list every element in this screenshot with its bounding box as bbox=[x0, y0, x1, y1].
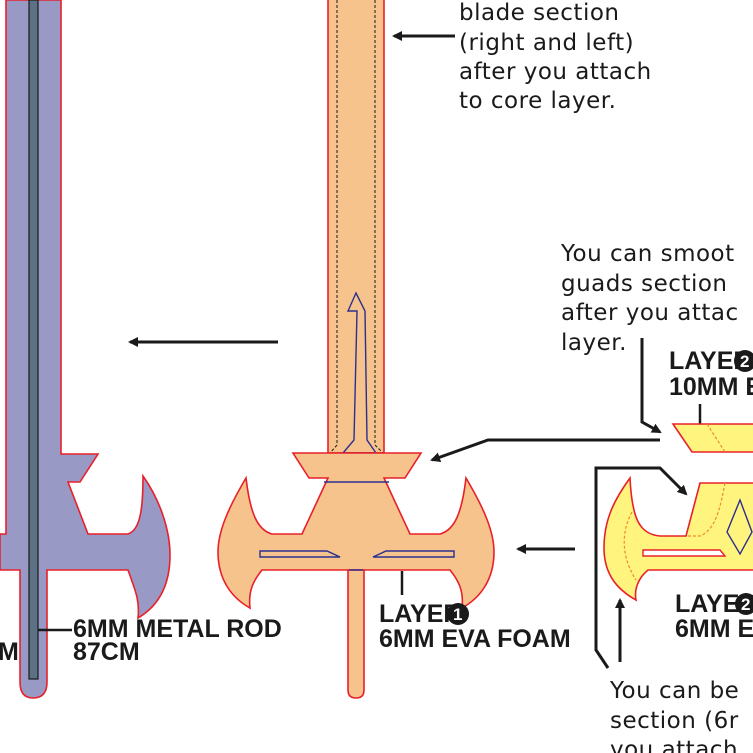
guard-slot-right bbox=[372, 550, 455, 558]
note-line: (right and left) bbox=[459, 30, 634, 56]
layer2-top-number: 2 bbox=[740, 352, 749, 371]
orange-blade bbox=[327, 0, 385, 454]
arrow-top-piece-to-guard bbox=[430, 438, 660, 463]
purple-sword-assembled bbox=[0, 0, 171, 699]
layer1-number: 1 bbox=[453, 605, 462, 624]
note-line: You can be bbox=[609, 678, 739, 704]
arrow-note-to-top-piece bbox=[640, 338, 662, 434]
layer1-label-line2: 6MM EVA FOAM bbox=[379, 625, 571, 653]
note-line: guads section bbox=[561, 271, 728, 297]
orange-handle bbox=[347, 569, 365, 699]
top-piece-dashed bbox=[706, 423, 726, 453]
metal-rod bbox=[28, 0, 39, 680]
note-line: section (6r bbox=[610, 708, 739, 734]
bracket-arrow-to-guard bbox=[594, 466, 688, 669]
layer1-number-badge bbox=[447, 603, 469, 625]
note-line: to core layer. bbox=[459, 88, 616, 114]
note-bevel: You can be section (6r you attach bbox=[609, 678, 739, 753]
note-line: You can smoot bbox=[560, 241, 735, 267]
yellow-guard-slot bbox=[642, 549, 727, 557]
rod-label-cut: M bbox=[0, 638, 19, 666]
rod-label-line1: 6MM METAL ROD bbox=[73, 615, 282, 643]
layer2-bottom-number-badge bbox=[735, 593, 753, 615]
yellow-guard-dashed bbox=[623, 482, 726, 581]
blade-inner-spike bbox=[341, 291, 378, 454]
guard-slot-left bbox=[259, 550, 341, 558]
layer2-bottom-label-line2: 6MM EVA bbox=[675, 615, 753, 643]
note-line: layer. bbox=[561, 330, 627, 356]
note-line: you attach bbox=[610, 737, 738, 753]
yellow-top-piece bbox=[671, 423, 753, 453]
orange-sword-layer1 bbox=[217, 0, 495, 699]
note-guard-smoothing: You can smoot guads section after you at… bbox=[560, 241, 739, 356]
layer2-top-label-line2: 10MM EV bbox=[669, 373, 753, 401]
blade-dashed-guide bbox=[329, 0, 384, 454]
yellow-guard-diamond bbox=[726, 498, 753, 556]
note-blade-smoothing: blade section (right and left) after you… bbox=[459, 0, 652, 114]
yellow-guard-body bbox=[603, 475, 753, 602]
note-line: after you attac bbox=[561, 300, 739, 326]
layer2-top-number-badge bbox=[734, 350, 753, 372]
purple-sword-body bbox=[0, 0, 171, 699]
yellow-guard-layer2 bbox=[603, 475, 753, 602]
note-line: blade section bbox=[459, 0, 619, 26]
note-line: after you attach bbox=[459, 59, 652, 85]
orange-guard bbox=[217, 452, 495, 610]
rod-label-line2: 87CM bbox=[73, 638, 140, 666]
layer2-bottom-number: 2 bbox=[741, 595, 750, 614]
